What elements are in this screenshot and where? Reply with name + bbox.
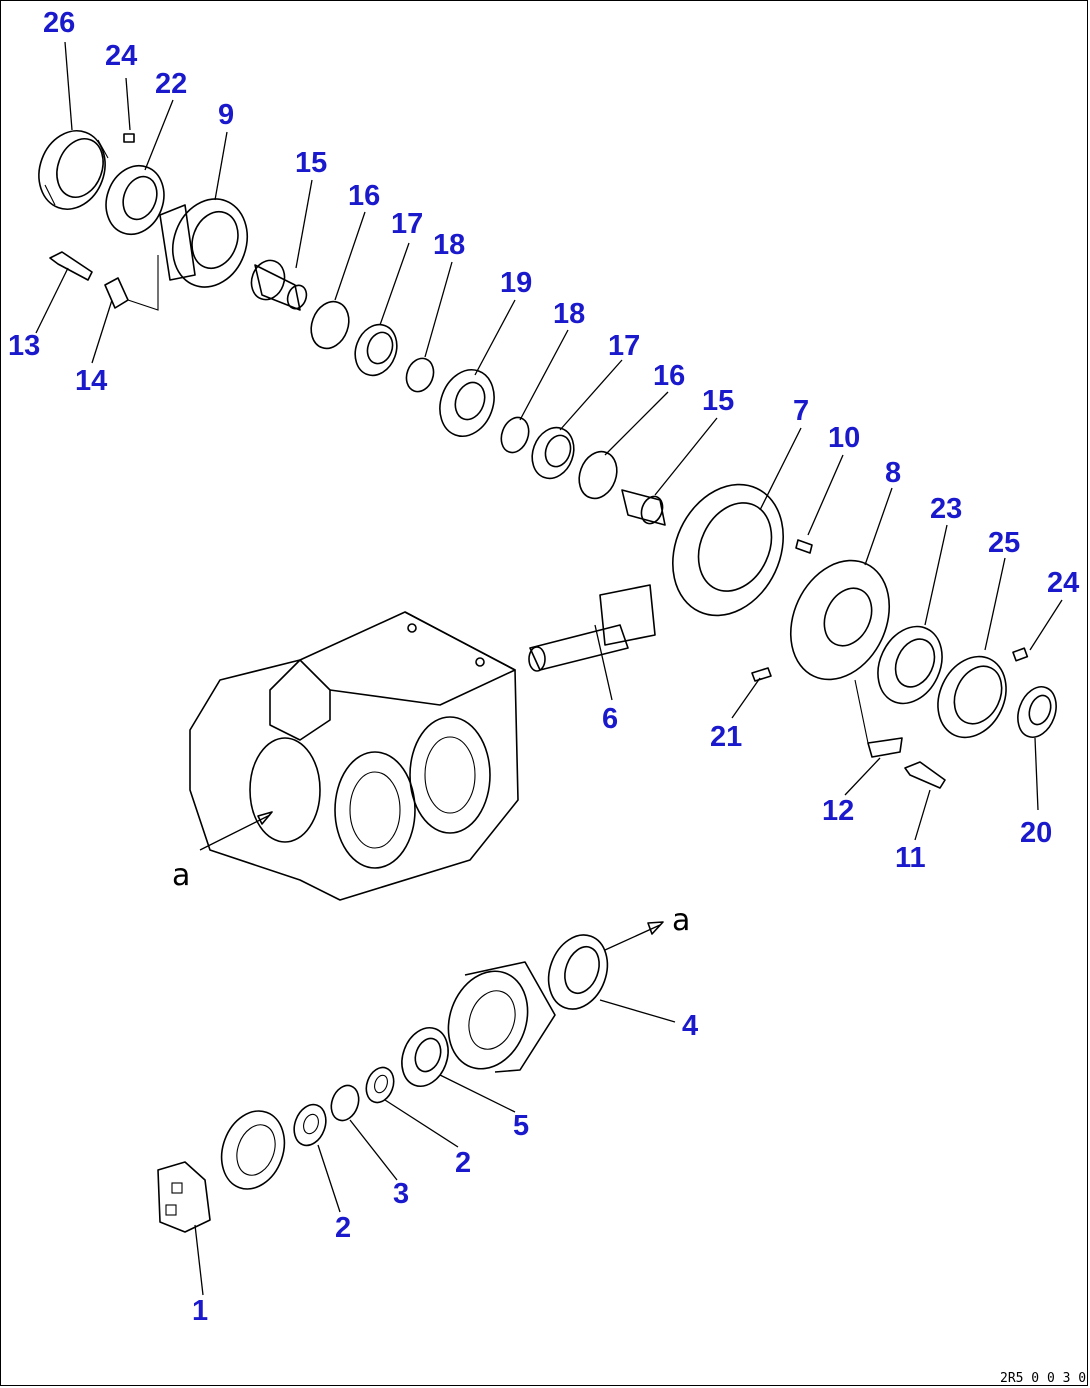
gear-case-housing xyxy=(189,611,519,901)
input-seal-cover xyxy=(220,1110,286,1190)
callout-8: 8 xyxy=(885,457,901,489)
drawing-code: 2R5 0 0 3 0 xyxy=(1000,1371,1086,1386)
part-26-bearing-cup xyxy=(38,130,109,210)
callout-9: 9 xyxy=(218,99,234,131)
part-11-bolt xyxy=(904,761,946,789)
callout-15: 15 xyxy=(702,385,734,417)
part-2-upper-washer xyxy=(365,1066,395,1104)
part-5-bearing xyxy=(401,1027,449,1087)
callout-2: 2 xyxy=(455,1147,471,1179)
callout-24: 24 xyxy=(105,40,137,72)
callout-17: 17 xyxy=(391,208,423,240)
callout-22: 22 xyxy=(155,68,187,100)
callout-17: 17 xyxy=(608,330,640,362)
part-21-pin xyxy=(751,667,772,682)
callout-16: 16 xyxy=(348,180,380,212)
part-24-right-pin xyxy=(1012,647,1029,662)
callout-14: 14 xyxy=(75,365,107,397)
leader-lines xyxy=(35,41,1063,1296)
part-18-upper-washer xyxy=(405,357,435,393)
part-20-bearing xyxy=(1017,686,1057,738)
part-10-pin xyxy=(795,539,813,554)
reference-mark-layer: aa xyxy=(172,858,690,938)
callout-23: 23 xyxy=(930,493,962,525)
part-13-bolt xyxy=(49,251,93,281)
callout-12: 12 xyxy=(822,795,854,827)
part-19-lock-washer xyxy=(439,369,495,437)
part-1-coupling-flange xyxy=(157,1161,211,1233)
callout-18: 18 xyxy=(553,298,585,330)
callout-18: 18 xyxy=(433,229,465,261)
callout-24: 24 xyxy=(1047,567,1079,599)
part-18-lower-washer xyxy=(500,416,530,454)
reference-mark-a: a xyxy=(672,903,690,938)
callout-1: 1 xyxy=(192,1295,208,1327)
callout-19: 19 xyxy=(500,267,532,299)
callout-20: 20 xyxy=(1020,817,1052,849)
callout-11: 11 xyxy=(895,842,926,874)
callout-26: 26 xyxy=(43,7,75,39)
callout-2: 2 xyxy=(335,1212,351,1244)
part-17-upper-bearing xyxy=(354,323,398,377)
part-22-bearing xyxy=(105,164,165,236)
callout-3: 3 xyxy=(393,1178,409,1210)
part-16-lower-ring xyxy=(578,450,618,500)
part-4-bearing xyxy=(547,934,609,1010)
callout-5: 5 xyxy=(513,1110,529,1142)
part-24-pin xyxy=(123,133,135,143)
part-25-bearing-cup xyxy=(937,655,1007,739)
callout-16: 16 xyxy=(653,360,685,392)
part-15-lower-sleeve xyxy=(621,489,666,526)
callout-15: 15 xyxy=(295,147,327,179)
callout-21: 21 xyxy=(710,721,742,753)
callout-10: 10 xyxy=(828,422,860,454)
callout-7: 7 xyxy=(793,395,809,427)
part-15-upper-sleeve xyxy=(250,259,308,311)
reference-mark-a: a xyxy=(172,858,190,893)
part-14-lock-plate xyxy=(104,255,159,311)
part-23-bearing xyxy=(877,625,943,705)
callout-6: 6 xyxy=(602,703,618,735)
part-16-upper-ring xyxy=(310,300,350,350)
callout-4: 4 xyxy=(682,1010,698,1042)
input-housing-drum xyxy=(447,961,556,1073)
callout-13: 13 xyxy=(8,330,40,362)
part-6-pinion-shaft xyxy=(528,584,656,672)
part-8-differential-case xyxy=(789,559,891,681)
part-12-lock-plate xyxy=(854,679,903,758)
part-3-ring xyxy=(330,1084,360,1122)
part-17-lower-bearing xyxy=(531,426,575,480)
part-2-lower-washer xyxy=(293,1103,327,1147)
part-9-pinion-carrier xyxy=(159,198,248,288)
callout-25: 25 xyxy=(988,527,1020,559)
part-7-ring-gear xyxy=(672,483,784,617)
